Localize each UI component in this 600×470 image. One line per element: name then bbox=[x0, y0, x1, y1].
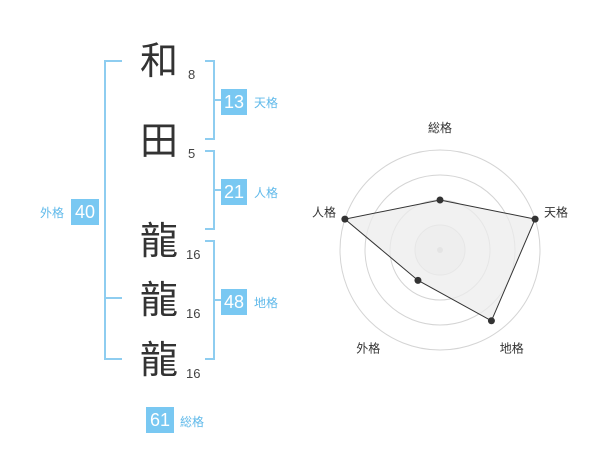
radar-axis-label-4: 外格 bbox=[356, 341, 380, 356]
radar-point-2 bbox=[531, 215, 539, 223]
radar-series-area bbox=[343, 199, 536, 322]
stroke-count-5: 16 bbox=[186, 366, 201, 381]
name-char-2: 田 bbox=[140, 119, 179, 163]
radar-ring-4 bbox=[339, 149, 541, 351]
tenkaku-bracket bbox=[205, 60, 215, 140]
name-char-4: 龍 bbox=[140, 278, 179, 322]
jinkaku-label: 人格 bbox=[254, 186, 279, 200]
name-char-1: 和 bbox=[140, 39, 179, 83]
name-char-5: 龍 bbox=[140, 338, 179, 382]
gaikaku-bracket bbox=[104, 60, 122, 360]
stroke-count-1: 8 bbox=[188, 67, 196, 82]
radar-point-5 bbox=[341, 215, 349, 223]
jinkaku-bracket bbox=[205, 150, 215, 230]
radar-point-1 bbox=[436, 196, 444, 204]
name-char-3: 龍 bbox=[140, 219, 179, 263]
radar-point-4 bbox=[414, 276, 422, 284]
soukaku-badge: 61 bbox=[146, 407, 174, 433]
chikaku-bracket-tick bbox=[215, 299, 222, 301]
chikaku-label: 地格 bbox=[254, 296, 279, 310]
radar-axis-label-5: 人格 bbox=[312, 204, 336, 219]
stroke-count-3: 16 bbox=[186, 247, 201, 262]
chikaku-bracket bbox=[205, 240, 215, 360]
soukaku-label: 総格 bbox=[180, 415, 205, 429]
gaikaku-bracket-mid-tick bbox=[104, 297, 122, 299]
tenkaku-label: 天格 bbox=[254, 96, 279, 110]
tenkaku-bracket-tick bbox=[215, 99, 222, 101]
stroke-count-2: 5 bbox=[188, 146, 196, 161]
gaikaku-badge: 40 bbox=[71, 199, 99, 225]
radar-axis-label-1: 総格 bbox=[428, 120, 452, 135]
stroke-count-4: 16 bbox=[186, 306, 201, 321]
radar-point-3 bbox=[487, 317, 495, 325]
jinkaku-bracket-tick bbox=[215, 189, 222, 191]
jinkaku-badge: 21 bbox=[221, 179, 247, 205]
radar-axis-label-2: 天格 bbox=[544, 204, 568, 219]
chikaku-badge: 48 bbox=[221, 289, 247, 315]
gaikaku-label: 外格 bbox=[40, 206, 65, 220]
tenkaku-badge: 13 bbox=[221, 89, 247, 115]
radar-axis-label-3: 地格 bbox=[500, 341, 524, 356]
